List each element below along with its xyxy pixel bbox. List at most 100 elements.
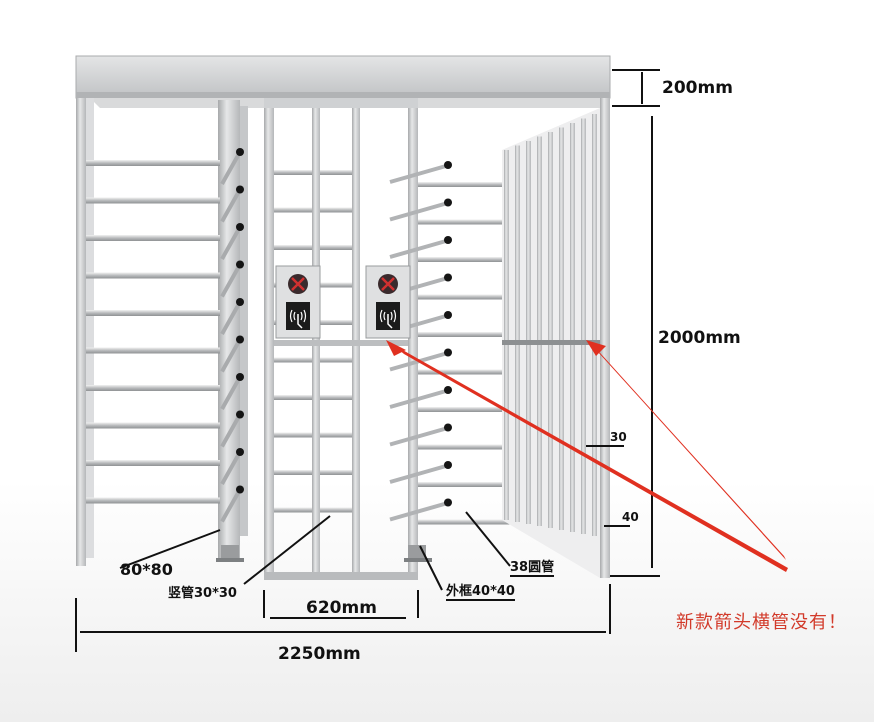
left-horizontal-tube — [86, 310, 220, 316]
rotor-arms — [220, 148, 546, 525]
center-tube — [320, 507, 352, 513]
rotor-arm — [220, 301, 242, 335]
passage-width-label: 620mm — [306, 598, 377, 618]
arm-tip — [236, 260, 244, 269]
cage-vertical-tube — [592, 114, 597, 536]
left-horizontal-tube — [86, 422, 220, 429]
arm-tip — [444, 386, 452, 394]
left-horizontal-tube — [86, 272, 220, 279]
arm-tip — [236, 148, 244, 156]
post-feet — [216, 545, 432, 562]
left-horizontal-tubes — [86, 160, 220, 504]
arm-tip — [236, 485, 244, 494]
spacing-30-label: 30 — [610, 430, 627, 444]
arm-tip — [236, 185, 244, 194]
cage-vertical-tube — [559, 127, 564, 530]
total-width-label: 2250mm — [278, 644, 361, 664]
control-panel-right — [365, 265, 411, 339]
arm-tip — [444, 423, 452, 432]
rotor-arm — [389, 426, 447, 447]
cage-vertical-tube — [548, 132, 553, 528]
side-tube — [418, 219, 546, 225]
round-tube-label: 38圆管 — [510, 556, 555, 577]
side-tube — [418, 407, 546, 412]
arm-tip — [236, 298, 244, 306]
center-tube — [320, 432, 352, 438]
arm-tip — [236, 410, 244, 419]
cage-vertical-tube — [504, 150, 509, 520]
center-tube — [274, 432, 312, 438]
rotor-arm — [220, 376, 242, 410]
rotor-arm — [220, 451, 242, 485]
center-tube — [320, 282, 352, 288]
arm-tip — [444, 273, 452, 282]
left-horizontal-tube — [86, 160, 220, 166]
side-tube — [418, 519, 546, 525]
center-tube — [274, 507, 312, 513]
cage-vertical-tube — [537, 136, 542, 526]
center-tube — [320, 207, 352, 213]
outer-frame-label: 外框40*40 — [446, 580, 515, 601]
rotor-arm — [220, 263, 242, 298]
rotor-arm — [389, 389, 447, 409]
red-arrows — [386, 340, 788, 572]
side-tube — [418, 294, 546, 300]
cage-vertical-tube — [581, 118, 586, 534]
center-tube — [274, 170, 312, 175]
rotor-arm — [220, 226, 242, 260]
left-horizontal-tube — [86, 197, 220, 204]
cage-vertical-tube — [570, 123, 575, 532]
side-tube — [418, 332, 546, 337]
roof-height-label: 200mm — [662, 78, 733, 98]
floor — [0, 480, 874, 722]
body-height-label: 2000mm — [658, 328, 741, 348]
center-tube — [274, 207, 312, 213]
side-tube — [418, 444, 546, 450]
center-tube — [274, 470, 312, 475]
center-tube — [274, 357, 312, 363]
left-horizontal-tube — [86, 497, 220, 504]
rotor-arm — [220, 188, 242, 223]
rotor-arm — [389, 464, 447, 484]
center-tube — [320, 395, 352, 400]
side-tube — [418, 482, 546, 487]
side-tube — [418, 257, 546, 262]
arm-tip — [236, 448, 244, 456]
rotor-arm — [220, 413, 242, 448]
arm-tip — [444, 236, 452, 244]
rotor-arm — [220, 338, 242, 373]
cage-vertical-tube — [515, 145, 520, 522]
vertical-tube-label: 竖管30*30 — [168, 586, 237, 601]
center-tube — [320, 357, 352, 363]
annotation-note: 新款箭头横管没有！ — [676, 612, 847, 633]
left-horizontal-tube — [86, 460, 220, 466]
center-tube — [320, 320, 352, 325]
right-cage — [502, 98, 610, 578]
left-horizontal-tube — [86, 235, 220, 241]
arm-tip — [444, 161, 452, 169]
cage-vertical-tube — [526, 141, 531, 524]
center-tube — [274, 395, 312, 400]
control-panel-left — [275, 265, 321, 339]
rotor-arm — [389, 501, 447, 522]
center-passage — [264, 98, 418, 580]
left-horizontal-tube — [86, 385, 220, 391]
post-size-label: 80*80 — [120, 560, 173, 579]
arm-tip — [444, 311, 452, 319]
center-tube — [320, 245, 352, 250]
rotor-arm — [389, 201, 447, 222]
arm-tip — [444, 498, 452, 507]
rotor-arm — [389, 164, 447, 184]
rotor-arm — [220, 151, 242, 185]
rotor-arm — [220, 488, 242, 523]
arm-tip — [444, 348, 452, 357]
center-tube — [320, 470, 352, 475]
arm-tip — [236, 335, 244, 344]
side-tube — [418, 369, 546, 375]
arm-tip — [444, 461, 452, 469]
arm-tip — [444, 198, 452, 207]
arm-tip — [236, 373, 244, 381]
side-tube — [418, 182, 546, 187]
spacing-40-label: 40 — [622, 510, 639, 524]
